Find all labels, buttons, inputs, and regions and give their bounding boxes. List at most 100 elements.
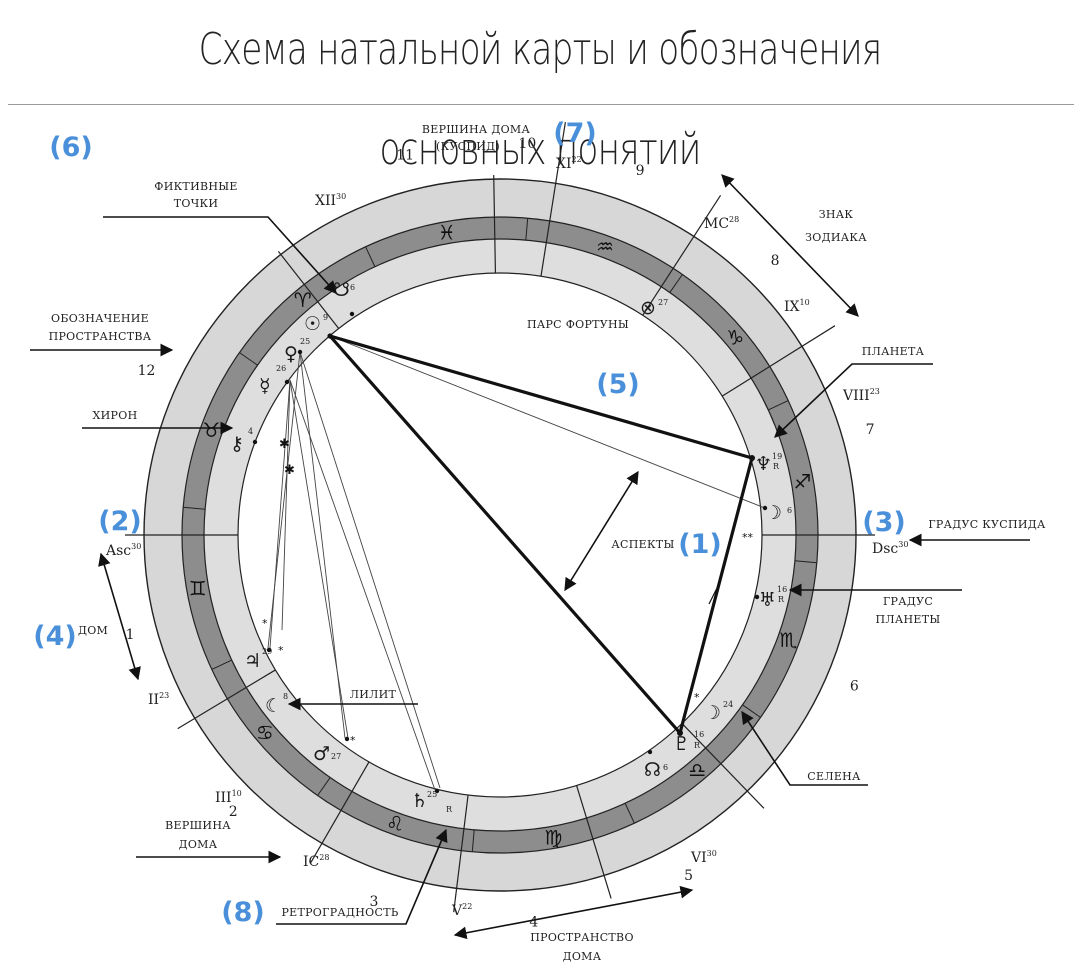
selena-label: СЕЛЕНА <box>807 770 861 783</box>
svg-text:♇: ♇ <box>673 733 690 755</box>
svg-text:R: R <box>694 741 701 750</box>
svg-text:25: 25 <box>300 337 310 346</box>
pars-fortuna-point: ⊗27 <box>640 297 668 319</box>
moon-planet: ☽6 <box>762 502 792 524</box>
svg-text:8: 8 <box>283 692 288 701</box>
zodiac-sign-glyph: ♎ <box>688 758 706 782</box>
numbered-callouts: (1) (2) (3) (4) (5) (6) (7) (8) <box>33 118 905 928</box>
svg-text:VIII23: VIII23 <box>842 387 880 404</box>
svg-text:*: * <box>262 617 268 630</box>
zodiac-sign-glyph: ♋ <box>256 720 274 744</box>
zodiac-sign-glyph: ♊ <box>189 576 207 600</box>
cusp-line <box>721 325 836 397</box>
sign-boundary <box>211 659 232 670</box>
house-vertex-line2: ДОМА <box>179 838 218 851</box>
svg-text:☽: ☽ <box>765 502 782 524</box>
mercury-planet: ☿26 <box>259 349 303 397</box>
svg-text:25: 25 <box>427 790 437 799</box>
house-number-3: 3 <box>370 894 379 910</box>
zodiac-sign-glyph: ♍ <box>544 825 562 849</box>
svg-text:24: 24 <box>723 700 733 709</box>
svg-text:R: R <box>446 805 453 814</box>
svg-text:6: 6 <box>663 763 668 772</box>
cusp-label-line1: ВЕРШИНА ДОМА <box>422 123 531 136</box>
planet-label: ПЛАНЕТА <box>862 345 925 358</box>
svg-text:6: 6 <box>787 506 792 515</box>
svg-text:MC28: MC28 <box>704 215 739 232</box>
house-number-11: 11 <box>396 148 414 164</box>
fictitious-points-line2: ТОЧКИ <box>174 197 218 210</box>
house-number-6: 6 <box>850 678 859 694</box>
svg-text:VI30: VI30 <box>690 849 717 866</box>
planets: ☉9 ☋6 ♀25 ☿26 ⚷4 ♆19R ☽6 ** ♅16R ☽24 ♇16… <box>230 279 792 814</box>
svg-text:IC28: IC28 <box>303 853 329 870</box>
jupiter-planet: ♃29 <box>244 647 272 672</box>
callout-7: (7) <box>553 118 596 149</box>
pars-fortuna-label: ПАРС ФОРТУНЫ <box>527 318 629 331</box>
house-vertex-line1: ВЕРШИНА <box>165 819 231 832</box>
planet-degree-line2: ПЛАНЕТЫ <box>876 613 941 626</box>
lilith-point: ☾8 <box>265 692 288 717</box>
zodiac-sign-line1: ЗНАК <box>819 208 854 221</box>
svg-text:☋: ☋ <box>333 279 350 301</box>
cusp-degree-label: ГРАДУС КУСПИДА <box>928 518 1046 531</box>
svg-text:*: * <box>350 734 356 747</box>
svg-text:⊗: ⊗ <box>640 297 656 319</box>
aspects-label: АСПЕКТЫ <box>611 538 674 551</box>
sign-boundary <box>624 803 635 824</box>
lilith-label: ЛИЛИТ <box>350 688 397 701</box>
cusp-line <box>642 195 722 316</box>
svg-text:III10: III10 <box>215 789 242 806</box>
svg-text:✱: ✱ <box>279 437 290 452</box>
chiron-label: ХИРОН <box>93 409 138 422</box>
callout-6: (6) <box>49 132 92 163</box>
svg-text:XII30: XII30 <box>315 192 346 209</box>
svg-text:XI22: XI22 <box>556 155 582 172</box>
svg-text:*: * <box>278 644 284 657</box>
house-number-10: 10 <box>519 136 537 152</box>
svg-text:II23: II23 <box>148 691 169 708</box>
aspect-star-marks: * * * * <box>262 617 700 747</box>
sun-planet: ☉9 <box>304 313 328 335</box>
house-number-2: 2 <box>229 804 238 820</box>
page-title: Схема натальной карты и обозначения осно… <box>198 24 883 175</box>
sign-boundary <box>471 829 475 852</box>
callout-1: (1) <box>678 529 721 560</box>
sign-boundary <box>768 400 789 411</box>
cusp-label-line2: (КУСПИД) <box>436 140 500 153</box>
svg-text:27: 27 <box>331 752 341 761</box>
venus-planet: ♀25 <box>284 333 333 365</box>
svg-text:✱: ✱ <box>284 463 295 478</box>
retrograde-label: РЕТРОГРАДНОСТЬ <box>281 906 398 919</box>
svg-text:V22: V22 <box>451 902 472 919</box>
sign-boundary <box>239 352 258 366</box>
chiron-planet: ⚷4 <box>230 427 258 455</box>
sign-boundary <box>669 274 683 293</box>
cusp-vi: VI <box>690 850 707 866</box>
svg-text:☽: ☽ <box>704 702 721 724</box>
zodiac-sign-glyph: ♑ <box>726 326 744 350</box>
svg-text:☊: ☊ <box>644 759 661 781</box>
cusp-line <box>310 761 370 863</box>
cusp-line <box>540 122 566 277</box>
house-number-4: 4 <box>529 915 538 931</box>
house-number-5: 5 <box>684 868 693 884</box>
svg-text:*: * <box>694 691 700 704</box>
cusp-line <box>177 669 276 730</box>
zodiac-sign-line2: ЗОДИАКА <box>805 231 867 244</box>
svg-text:R: R <box>778 595 785 604</box>
fictitious-points-line1: ФИКТИВНЫЕ <box>154 180 237 193</box>
svg-text:R: R <box>773 462 780 471</box>
cusp-dsc: Dsc <box>872 541 898 557</box>
zodiac-sign-glyph: ♈ <box>294 288 312 312</box>
svg-text:4: 4 <box>248 427 253 436</box>
svg-text:♆: ♆ <box>755 453 772 475</box>
chart-wheel <box>125 122 875 913</box>
house-number-8: 8 <box>771 253 780 269</box>
zodiac-sign-glyph: ♏ <box>780 628 798 652</box>
mars-planet: ♂27 <box>313 736 350 765</box>
house-number-7: 7 <box>866 422 875 438</box>
selena-point: ☽24 <box>704 700 733 724</box>
neptune-planet: ♆19R <box>749 452 782 475</box>
cusp-iii: III <box>215 790 232 806</box>
